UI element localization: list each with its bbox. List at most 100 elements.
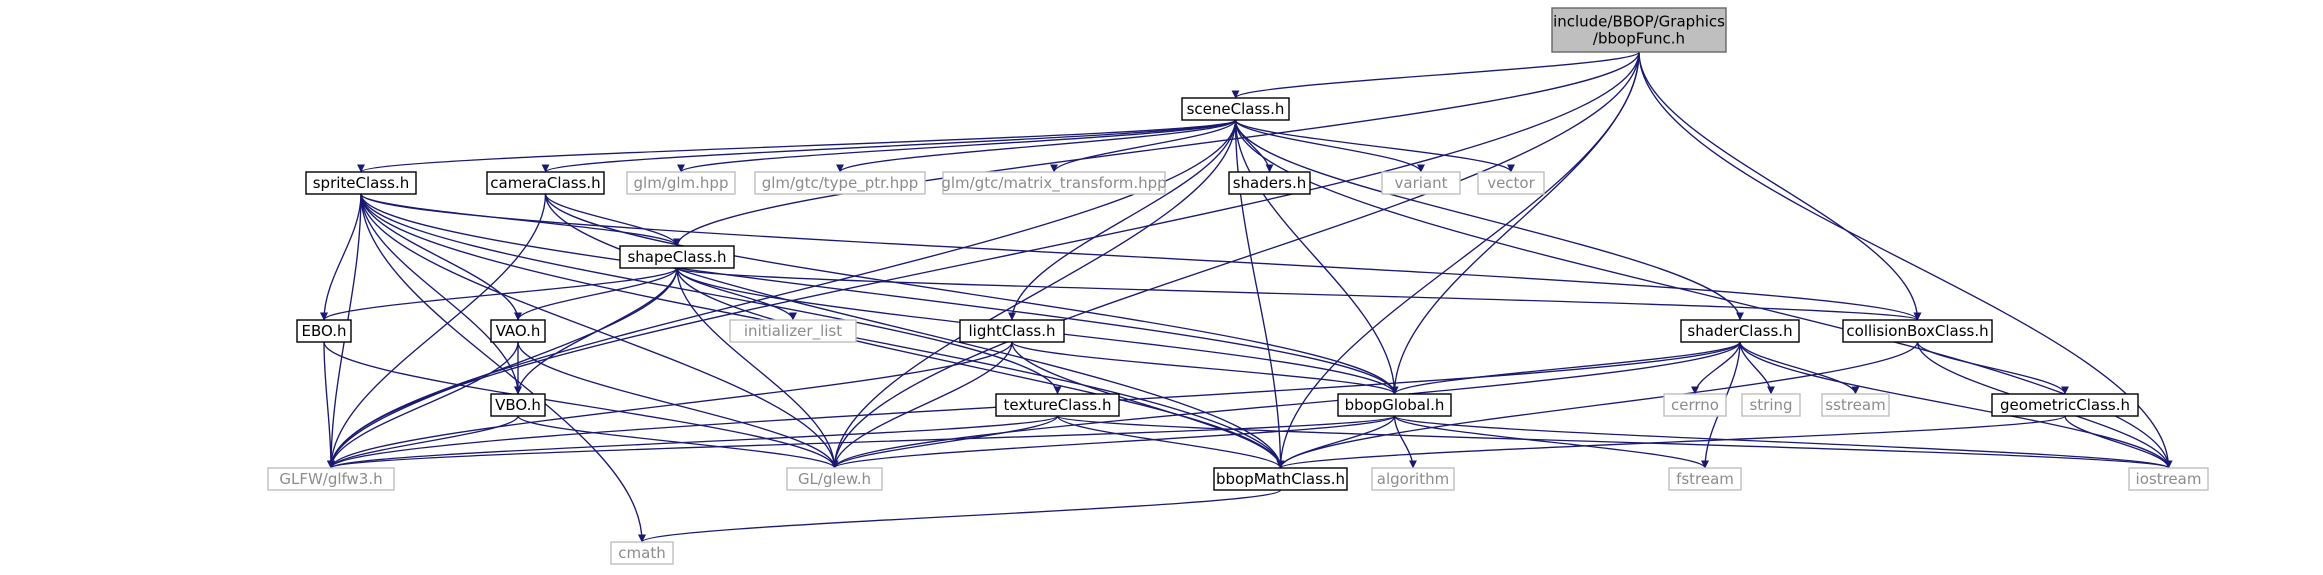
edge-scene-to-glfw (327, 119, 1237, 469)
node-box (942, 171, 1166, 195)
edge-sprite-to-cmath (360, 193, 646, 543)
node-box (296, 319, 352, 343)
node-label: glm/glm.hpp (634, 174, 729, 192)
node-math[interactable]: bbopMathClass.h (1213, 467, 1348, 491)
edge-scene-to-vector (1234, 119, 1515, 173)
edge-root-to-scene (1231, 51, 1640, 99)
node-texture[interactable]: textureClass.h (995, 393, 1120, 417)
node-fstream[interactable]: fstream (1668, 467, 1742, 491)
node-iostream[interactable]: iostream (2128, 467, 2209, 491)
edge-global-to-glew (830, 415, 1396, 469)
node-box (1228, 171, 1311, 195)
node-ebo[interactable]: EBO.h (296, 319, 352, 343)
node-label: textureClass.h (1004, 396, 1112, 414)
edge-scene-to-typeptr (836, 119, 1237, 173)
node-sprite[interactable]: spriteClass.h (305, 171, 417, 195)
node-label: string (1749, 396, 1792, 414)
edge-sprite-to-texture (360, 193, 1062, 395)
node-label: collisionBoxClass.h (1846, 322, 1988, 340)
edge-scene-to-sprite (357, 119, 1237, 173)
node-box (1181, 97, 1290, 121)
edge-shaderc-to-glew (830, 341, 1741, 469)
node-algorithm[interactable]: algorithm (1371, 467, 1455, 491)
node-vao[interactable]: VAO.h (490, 319, 546, 343)
node-box (1371, 467, 1455, 491)
edge-shape-to-math (676, 267, 1285, 469)
edge-texture-to-math (1056, 415, 1285, 469)
node-box (619, 245, 735, 269)
edge-scene-to-camera (541, 119, 1237, 173)
edge-root-to-glfw (327, 51, 1640, 469)
node-box (1477, 171, 1545, 195)
node-label: algorithm (1377, 470, 1449, 488)
node-box (267, 467, 395, 491)
node-box (786, 467, 883, 491)
node-label: cameraClass.h (490, 174, 600, 192)
edge-sprite-to-global (360, 193, 1399, 395)
node-camera[interactable]: cameraClass.h (486, 171, 605, 195)
node-box (729, 319, 857, 343)
edge-shape-to-glfw (327, 267, 678, 469)
node-label: shaders.h (1233, 174, 1307, 192)
node-mattrans[interactable]: glm/gtc/matrix_transform.hpp (941, 171, 1167, 195)
node-shaders[interactable]: shaders.h (1228, 171, 1311, 195)
edge-geometric-to-math (1276, 415, 2066, 469)
node-cmath[interactable]: cmath (610, 541, 674, 565)
edge-global-to-math (1276, 415, 1396, 469)
node-label: include/BBOP/Graphics (1553, 13, 1725, 31)
node-typeptr[interactable]: glm/gtc/type_ptr.hpp (754, 171, 926, 195)
node-vbo[interactable]: VBO.h (490, 393, 546, 417)
node-geometric[interactable]: geometricClass.h (1991, 393, 2139, 417)
node-scene[interactable]: sceneClass.h (1181, 97, 1290, 121)
node-box (995, 393, 1120, 417)
node-variant[interactable]: variant (1381, 171, 1461, 195)
node-glmglm[interactable]: glm/glm.hpp (626, 171, 736, 195)
edge-shape-to-glew (676, 267, 839, 469)
node-box (1337, 393, 1452, 417)
edge-collision-to-geometric (1916, 341, 2069, 395)
node-label: variant (1395, 174, 1448, 192)
node-box (1741, 393, 1801, 417)
node-box (1663, 393, 1727, 417)
node-light[interactable]: lightClass.h (959, 319, 1065, 343)
node-label: spriteClass.h (313, 174, 410, 192)
node-glew[interactable]: GL/glew.h (786, 467, 883, 491)
node-shape[interactable]: shapeClass.h (619, 245, 735, 269)
node-box (1991, 393, 2139, 417)
node-shaderc[interactable]: shaderClass.h (1680, 319, 1800, 343)
node-box (1680, 319, 1800, 343)
node-sstream[interactable]: sstream (1821, 393, 1890, 417)
node-box (1668, 467, 1742, 491)
node-glfw[interactable]: GLFW/glfw3.h (267, 467, 395, 491)
edge-scene-to-shaderc (1234, 119, 1744, 321)
edge-camera-to-global (544, 193, 1399, 395)
node-string[interactable]: string (1741, 393, 1801, 417)
edge-texture-to-glew (830, 415, 1059, 469)
edge-scene-to-light (1008, 119, 1237, 321)
node-collision[interactable]: collisionBoxClass.h (1842, 319, 1993, 343)
node-label: GLFW/glfw3.h (279, 470, 382, 488)
edge-root-to-global (1390, 51, 1640, 395)
node-layer: include/BBOP/Graphics/bbopFunc.h sceneCla… (267, 7, 2209, 565)
node-box (626, 171, 736, 195)
edge-texture-to-glfw (327, 415, 1059, 469)
edge-shaderc-to-string (1739, 341, 1775, 395)
node-label: sceneClass.h (1187, 100, 1285, 118)
edge-shape-to-vao (514, 267, 678, 321)
node-label: vector (1487, 174, 1535, 192)
edge-global-to-fstream (1393, 415, 1709, 469)
edge-scene-to-global (1234, 119, 1399, 395)
node-label: VBO.h (495, 396, 541, 414)
edge-scene-to-variant (1234, 119, 1425, 173)
edge-root-to-collision (1638, 51, 1922, 321)
node-vector[interactable]: vector (1477, 171, 1545, 195)
node-cerrno[interactable]: cerrno (1663, 393, 1727, 417)
node-box (959, 319, 1065, 343)
node-root[interactable]: include/BBOP/Graphics/bbopFunc.h (1551, 7, 1727, 53)
node-global[interactable]: bbopGlobal.h (1337, 393, 1452, 417)
edge-vbo-to-glew (517, 415, 839, 469)
node-initlist[interactable]: initializer_list (729, 319, 857, 343)
node-box (1842, 319, 1993, 343)
edge-root-to-math (1276, 51, 1640, 469)
edge-light-to-math (1011, 341, 1285, 469)
